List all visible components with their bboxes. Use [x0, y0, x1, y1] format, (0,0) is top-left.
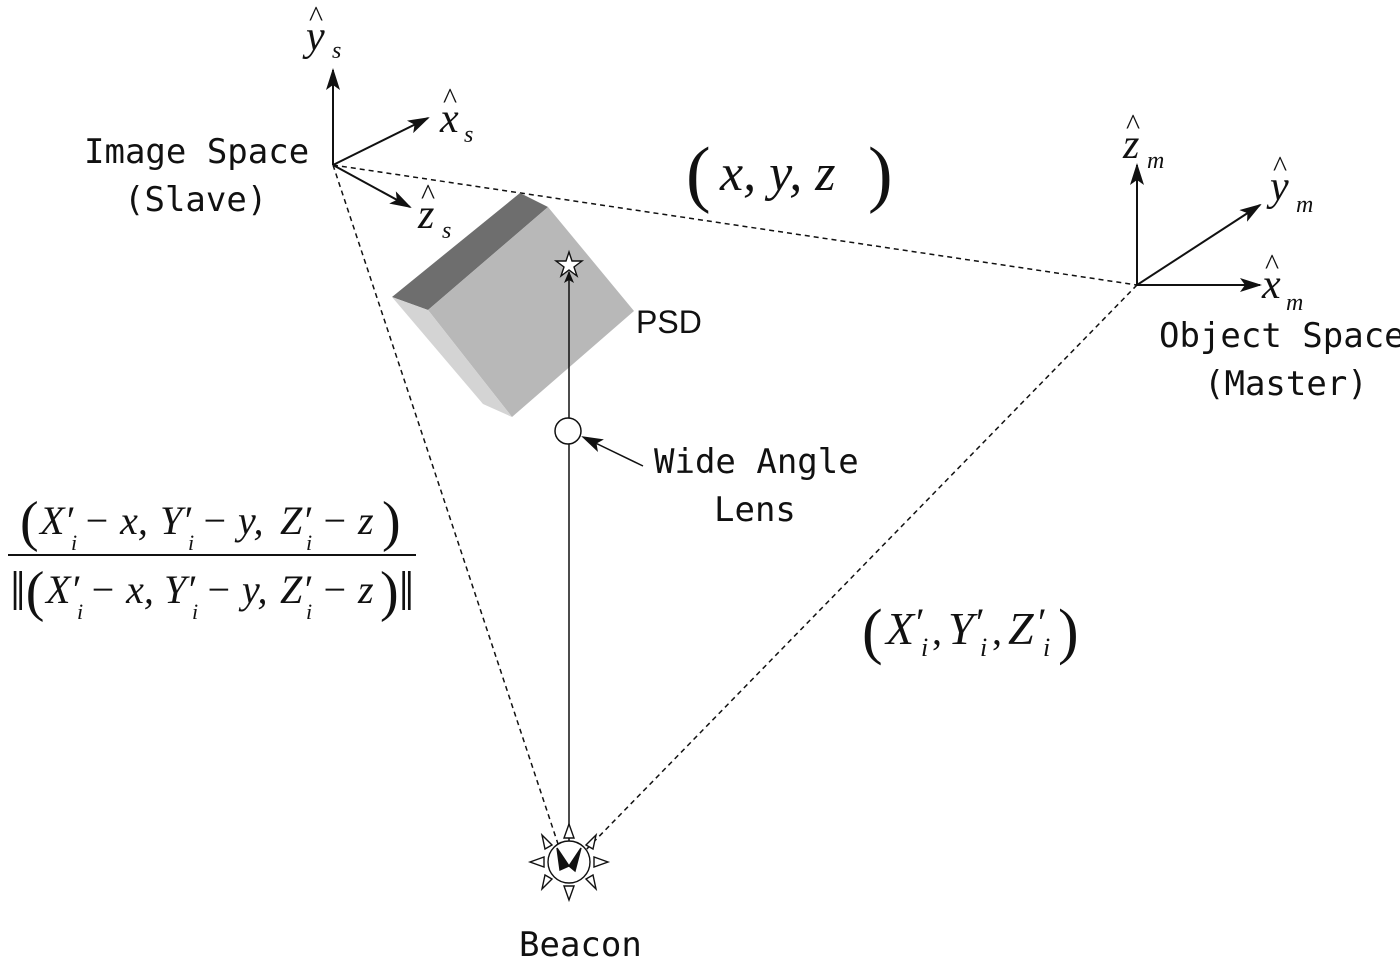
X-letter: X	[884, 603, 916, 654]
comma: ,	[992, 608, 1002, 653]
den-y-sub: i	[192, 599, 198, 624]
beacon-icon	[527, 821, 611, 903]
lens-pointer-arrow	[581, 436, 644, 467]
den-norm-open: ‖(	[10, 561, 44, 623]
unit-vector-formula: ( X′ − x, i Y′ − y, i Z′ − z i ) ‖( X′ −…	[8, 491, 416, 624]
hat-mark: ^	[1273, 150, 1287, 183]
master-to-beacon-line	[577, 284, 1138, 859]
image-space-label: Image Space	[84, 132, 309, 172]
master-y-sub: m	[1296, 192, 1313, 218]
dashed-lines	[332, 164, 1138, 859]
slave-z-label: z	[417, 192, 434, 238]
sub-i: i	[921, 633, 928, 662]
hat-mark: ^	[443, 82, 457, 115]
master-axis-labels: z ^ m y ^ m x ^ m	[1122, 108, 1313, 316]
psd-label: PSD	[636, 304, 702, 340]
num-paren-close: )	[382, 491, 401, 553]
master-axes	[1130, 163, 1262, 292]
den-z-sub: i	[306, 599, 312, 624]
psd-block	[392, 193, 634, 417]
master-x-sub: m	[1286, 290, 1303, 316]
sub-i: i	[1043, 633, 1050, 662]
slave-z-axis	[332, 164, 412, 208]
num-z-sub: i	[306, 530, 312, 555]
slave-axes	[326, 68, 430, 208]
object-space-label: Object Space	[1159, 316, 1400, 356]
prime-mark: ′	[976, 600, 985, 645]
star-icon	[553, 249, 585, 278]
master-z-sub: m	[1147, 148, 1164, 174]
den-z-term: Z′ − z	[280, 567, 374, 612]
num-z-term: Z′ − z	[280, 498, 374, 543]
master-y-axis	[1136, 203, 1262, 286]
num-y-term: Y′ − y,	[160, 498, 264, 543]
Y-letter: Y	[948, 603, 978, 654]
Z-letter: Z	[1008, 603, 1034, 654]
beacon-label: Beacon	[519, 925, 642, 959]
slave-y-label: y	[302, 14, 325, 60]
master-z-label: z	[1122, 122, 1139, 168]
xyz-body: x, y, z	[719, 145, 836, 202]
slave-to-beacon-line	[332, 164, 561, 851]
master-y-label: y	[1266, 164, 1289, 210]
num-y-sub: i	[188, 530, 194, 555]
lens-icon	[554, 417, 582, 445]
hat-mark: ^	[421, 178, 435, 211]
hat-mark: ^	[309, 0, 323, 33]
lens-sublabel: Lens	[714, 490, 796, 530]
slave-x-axis	[332, 117, 430, 166]
paren-open: (	[862, 598, 883, 666]
object-space-sublabel: (Master)	[1204, 364, 1368, 404]
master-x-label: x	[1261, 262, 1281, 308]
den-y-term: Y′ − y,	[164, 567, 268, 612]
den-norm-close: )‖	[380, 561, 414, 623]
sub-i: i	[980, 633, 987, 662]
slave-position-formula: ( x, y, z )	[686, 133, 893, 215]
slave-x-sub: s	[464, 122, 473, 148]
lens-label: Wide Angle	[654, 442, 859, 482]
image-space-sublabel: (Slave)	[124, 180, 267, 220]
num-paren-open: (	[20, 491, 39, 553]
slave-y-sub: s	[332, 38, 341, 64]
paren-close: )	[868, 133, 893, 215]
comma: ,	[932, 608, 942, 653]
paren-open: (	[686, 133, 711, 215]
slave-x-label: x	[439, 96, 459, 142]
slave-z-sub: s	[442, 218, 451, 244]
prime-mark: ′	[1038, 600, 1047, 645]
beacon-position-formula: ( X ′ i , Y ′ i , Z ′ i )	[862, 598, 1079, 666]
den-x-term: X′ − x,	[44, 567, 154, 612]
num-x-term: X′ − x,	[38, 498, 148, 543]
psd-front-face	[428, 207, 634, 417]
prime-mark: ′	[916, 600, 925, 645]
num-x-sub: i	[71, 530, 77, 555]
slave-to-master-line	[332, 164, 1138, 286]
paren-close: )	[1058, 598, 1079, 666]
hat-mark: ^	[1126, 108, 1140, 141]
psd-side-face	[392, 297, 512, 417]
hat-mark: ^	[1265, 248, 1279, 281]
den-x-sub: i	[77, 599, 83, 624]
psd-top-face	[392, 193, 548, 310]
slave-axis-labels: y ^ s x ^ s z ^ s	[302, 0, 473, 244]
